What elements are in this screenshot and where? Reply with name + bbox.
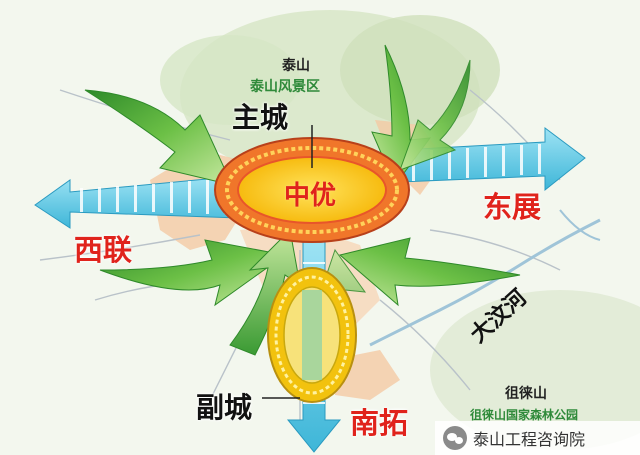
east-label: 东展 xyxy=(483,190,542,224)
main-city-label: 主城 xyxy=(232,101,289,134)
forest-park-label: 徂徕山国家森林公园 xyxy=(470,408,579,422)
main-city-ring xyxy=(214,137,410,243)
mountain-relief-west xyxy=(160,35,300,125)
watermark-text: 泰山工程咨询院 xyxy=(473,430,586,449)
center-label: 中优 xyxy=(284,181,337,211)
mountain-label: 泰山 xyxy=(282,58,310,74)
green-arrows xyxy=(84,44,521,371)
sub-city-ring xyxy=(267,267,357,403)
mountain-relief-east xyxy=(340,15,500,125)
south-label: 南拓 xyxy=(350,406,409,440)
arrow-south-east xyxy=(338,237,521,307)
west-label: 西联 xyxy=(74,233,133,267)
river-branch xyxy=(559,209,601,241)
watermark: 泰山工程咨询院 xyxy=(435,421,640,455)
mountain-relief-south xyxy=(430,290,640,450)
east-corridor-arrow xyxy=(399,127,586,192)
wechat-icon xyxy=(443,426,467,450)
arrow-south-west xyxy=(99,239,287,307)
arrow-south xyxy=(229,228,301,356)
south-mountain-label: 徂徕山 xyxy=(505,386,547,402)
sub-city-label: 副城 xyxy=(196,391,253,424)
river-line xyxy=(369,218,601,347)
scenic-area-label: 泰山风景区 xyxy=(250,79,320,95)
